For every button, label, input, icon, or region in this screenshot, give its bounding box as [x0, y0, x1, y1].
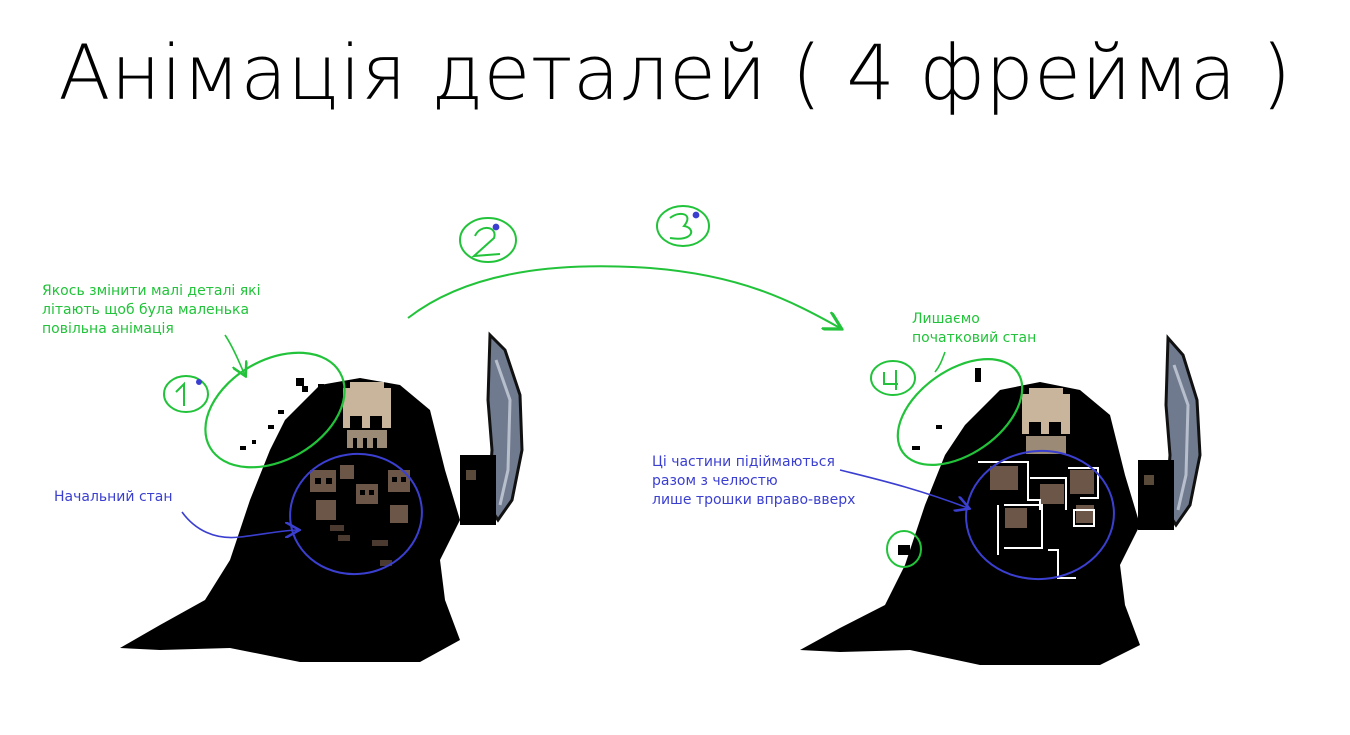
- note-line: літають щоб була маленька: [42, 302, 250, 318]
- blade-right: [1164, 334, 1202, 528]
- blade-left: [486, 331, 524, 523]
- reaper-sprite-right: [800, 334, 1202, 665]
- note-line: повільна анімація: [42, 321, 174, 337]
- skull-right: [1022, 388, 1070, 454]
- note-line: Лишаємо: [912, 311, 980, 327]
- note-keep-state: Лишаємо початковий стан: [912, 310, 1036, 348]
- small-detail-circle: [886, 530, 922, 568]
- curved-arrow-icon: [407, 265, 840, 328]
- details-circle-left: [204, 351, 346, 469]
- slide-title: Анімація деталей ( 4 фрейма ): [58, 28, 1292, 117]
- note-pointer-right: [934, 351, 946, 373]
- note-line: початковий стан: [912, 330, 1037, 346]
- parts-move-pointer: [839, 469, 968, 508]
- note-line: Ці частини підіймаються: [652, 454, 835, 470]
- note-initial-state: Начальний стан: [54, 489, 173, 505]
- note-line: разом з челюстю: [652, 473, 778, 489]
- details-circle-right: [896, 358, 1024, 466]
- step-2-badge: [459, 217, 517, 263]
- note-line: Якось змінити малі деталі які: [42, 283, 261, 299]
- step-1-badge: [163, 375, 209, 413]
- note-parts-move: Ці частини підіймаються разом з челюстю …: [652, 453, 855, 510]
- skulls-circle-right: [965, 449, 1115, 581]
- note-pointer-left: [224, 334, 245, 375]
- note-change-details: Якось змінити малі деталі які літають що…: [42, 282, 261, 339]
- step-3-badge: [656, 205, 710, 247]
- note-line: лише трошки вправо-вверх: [652, 492, 856, 508]
- initial-state-pointer: [181, 511, 298, 539]
- reaper-sprite-left: [120, 331, 524, 662]
- skull-left: [343, 382, 391, 448]
- cloak-right: [800, 382, 1140, 665]
- step-4-badge: [870, 360, 916, 396]
